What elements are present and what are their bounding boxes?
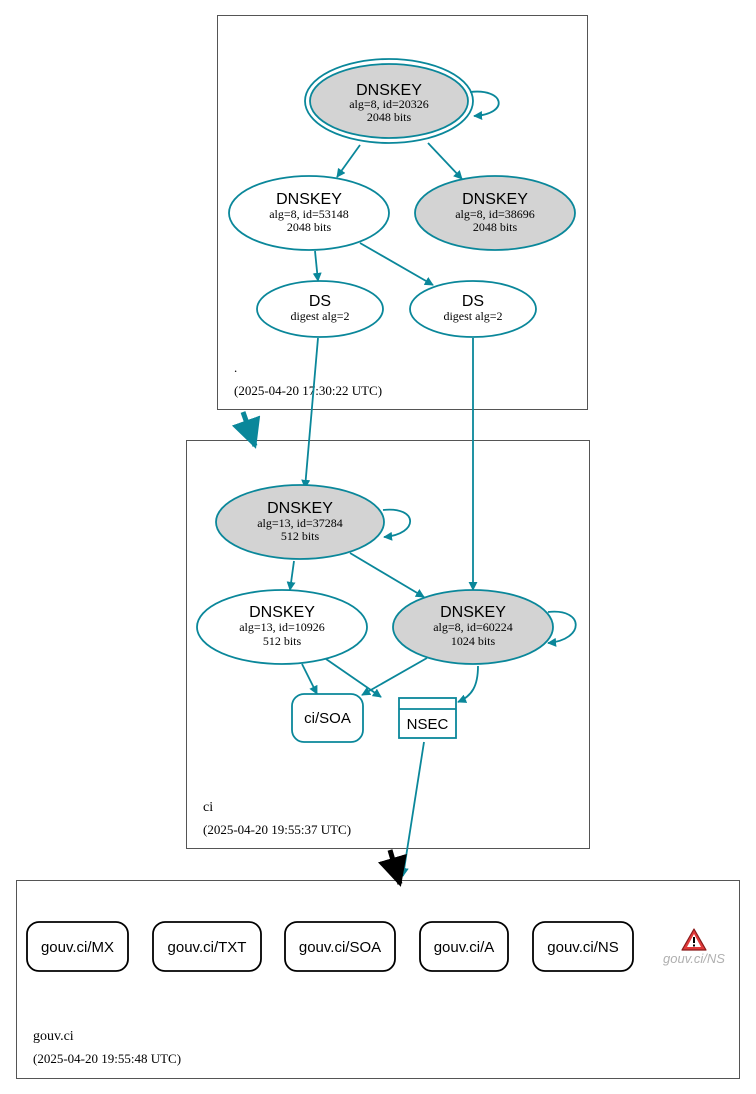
record-gouv-ci-soa[interactable]: gouv.ci/SOA <box>284 921 396 972</box>
node-ci-zsk-title: DNSKEY <box>249 604 315 621</box>
edge-zsk-to-ds-left <box>312 250 322 282</box>
edge-ci-ksk-to-key8 <box>349 552 425 598</box>
edge-ci-key8-to-nsec <box>457 665 479 703</box>
node-nsec-label: NSEC <box>407 716 449 733</box>
node-ci-ksk[interactable]: DNSKEY alg=13, id=37284 512 bits <box>215 484 385 560</box>
edges <box>286 90 577 877</box>
record-gouv-ci-a[interactable]: gouv.ci/A <box>419 921 509 972</box>
node-ds-left-title: DS <box>309 293 331 310</box>
node-ci-key8-title: DNSKEY <box>440 604 506 621</box>
node-root-zsk-bits: 2048 bits <box>287 220 332 234</box>
edge-ci-zsk-to-nsec <box>325 658 382 698</box>
zone-root-timestamp: (2025-04-20 17:30:22 UTC) <box>234 383 382 398</box>
warning-gouv-ci-ns[interactable]: gouv.ci/NS <box>663 928 725 966</box>
zone-root: . (2025-04-20 17:30:22 UTC) <box>217 15 588 410</box>
node-ci-ksk-bits: 512 bits <box>281 529 320 543</box>
edge-ci-zsk-to-soa <box>301 663 318 695</box>
node-ci-key8-bits: 1024 bits <box>451 634 496 648</box>
zone-ci: ci (2025-04-20 19:55:37 UTC) <box>186 440 590 849</box>
edge-root-ksk-to-zsk <box>336 144 361 178</box>
node-root-zsk-alg: alg=8, id=53148 <box>269 207 349 221</box>
record-gouv-ci-ns[interactable]: gouv.ci/NS <box>532 921 634 972</box>
edge-ci-ksk-self <box>382 508 412 541</box>
edge-root-ksk-self <box>469 90 500 121</box>
edge-ci-key8-to-soa <box>361 657 428 696</box>
node-ds-right-title: DS <box>462 293 484 310</box>
node-root-key3-title: DNSKEY <box>462 191 528 208</box>
edge-nsec-to-gouv-ci <box>399 741 425 877</box>
edge-root-ksk-to-key3 <box>427 142 463 180</box>
node-root-key3-bits: 2048 bits <box>473 220 518 234</box>
edge-zsk-to-ds-right <box>359 242 434 286</box>
record-gouv-ci-txt-label: gouv.ci/TXT <box>168 939 247 956</box>
node-root-key3-alg: alg=8, id=38696 <box>455 207 535 221</box>
node-root-zsk[interactable]: DNSKEY alg=8, id=53148 2048 bits <box>228 175 390 251</box>
node-ci-key8-alg: alg=8, id=60224 <box>433 620 513 634</box>
edge-ci-ksk-to-zsk <box>286 560 296 591</box>
node-ci-zsk[interactable]: DNSKEY alg=13, id=10926 512 bits <box>196 589 368 665</box>
node-ds-left[interactable]: DS digest alg=2 <box>256 280 384 338</box>
zone-gouv-ci: gouv.ci (2025-04-20 19:55:48 UTC) <box>16 880 740 1079</box>
record-gouv-ci-soa-label: gouv.ci/SOA <box>299 939 381 956</box>
node-ci-ksk-alg: alg=13, id=37284 <box>257 516 343 530</box>
node-root-ksk-bits: 2048 bits <box>367 110 412 124</box>
zone-gouv-ci-timestamp: (2025-04-20 19:55:48 UTC) <box>33 1051 181 1066</box>
node-root-key3[interactable]: DNSKEY alg=8, id=38696 2048 bits <box>414 175 576 251</box>
node-ci-soa[interactable]: ci/SOA <box>291 693 364 743</box>
zone-root-name: . <box>234 360 237 375</box>
record-gouv-ci-txt[interactable]: gouv.ci/TXT <box>152 921 262 972</box>
node-ds-right-digest: digest alg=2 <box>443 309 502 323</box>
node-ci-zsk-bits: 512 bits <box>263 634 302 648</box>
delegation-arrow-ci-to-gouv-ci <box>377 849 407 887</box>
record-gouv-ci-ns-label: gouv.ci/NS <box>547 939 618 956</box>
warning-triangle-icon <box>681 928 707 951</box>
node-ci-soa-label: ci/SOA <box>304 710 351 727</box>
record-gouv-ci-mx[interactable]: gouv.ci/MX <box>26 921 129 972</box>
edge-ds-left-to-ci-ksk <box>301 337 319 489</box>
zone-ci-name: ci <box>203 800 213 815</box>
record-gouv-ci-a-label: gouv.ci/A <box>434 939 495 956</box>
node-ci-zsk-alg: alg=13, id=10926 <box>239 620 325 634</box>
node-root-ksk-title: DNSKEY <box>356 82 422 99</box>
node-ci-key8[interactable]: DNSKEY alg=8, id=60224 1024 bits <box>392 589 554 665</box>
node-ds-left-digest: digest alg=2 <box>290 309 349 323</box>
zone-ci-timestamp: (2025-04-20 19:55:37 UTC) <box>203 822 351 837</box>
edge-ci-key8-self <box>547 610 577 647</box>
node-nsec[interactable]: NSEC <box>398 697 457 739</box>
delegation-arrow-root-to-ci <box>231 411 261 449</box>
node-root-ksk-alg: alg=8, id=20326 <box>349 97 429 111</box>
record-gouv-ci-mx-label: gouv.ci/MX <box>41 939 114 956</box>
node-ci-ksk-title: DNSKEY <box>267 500 333 517</box>
node-ds-right[interactable]: DS digest alg=2 <box>409 280 537 338</box>
zone-gouv-ci-name: gouv.ci <box>33 1029 74 1044</box>
warning-label: gouv.ci/NS <box>663 951 725 966</box>
node-root-zsk-title: DNSKEY <box>276 191 342 208</box>
node-root-ksk[interactable]: DNSKEY alg=8, id=20326 2048 bits <box>304 58 474 144</box>
